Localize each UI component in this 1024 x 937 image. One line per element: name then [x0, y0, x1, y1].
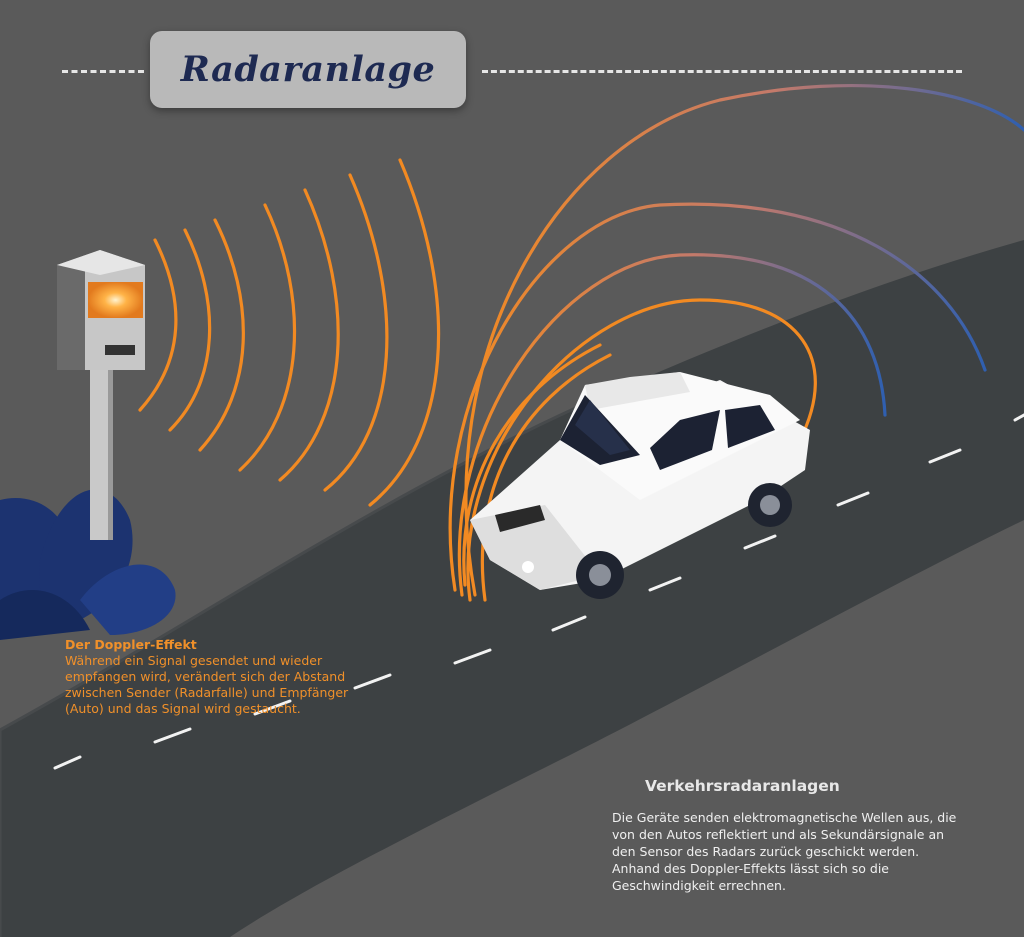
doppler-text: Während ein Signal gesendet und wieder e…	[65, 653, 349, 716]
info-caption: Verkehrsradaranlagen Die Geräte senden e…	[612, 777, 957, 894]
radar-camera-icon	[57, 250, 145, 540]
radar-waves	[138, 158, 441, 507]
title-banner: Radaranlage	[150, 31, 466, 108]
car-icon	[470, 372, 810, 599]
info-text: Die Geräte senden elektromagnetische Wel…	[612, 810, 957, 893]
doppler-heading: Der Doppler-Effekt	[65, 637, 197, 652]
title-divider-right	[482, 70, 962, 73]
road-center-line	[53, 413, 1024, 770]
title-divider-left	[62, 70, 144, 73]
doppler-caption: Der Doppler-Effekt Während ein Signal ge…	[65, 637, 375, 717]
reflected-waves	[448, 83, 1024, 602]
page-title: Radaranlage	[180, 49, 436, 90]
info-heading: Verkehrsradaranlagen	[645, 777, 840, 795]
